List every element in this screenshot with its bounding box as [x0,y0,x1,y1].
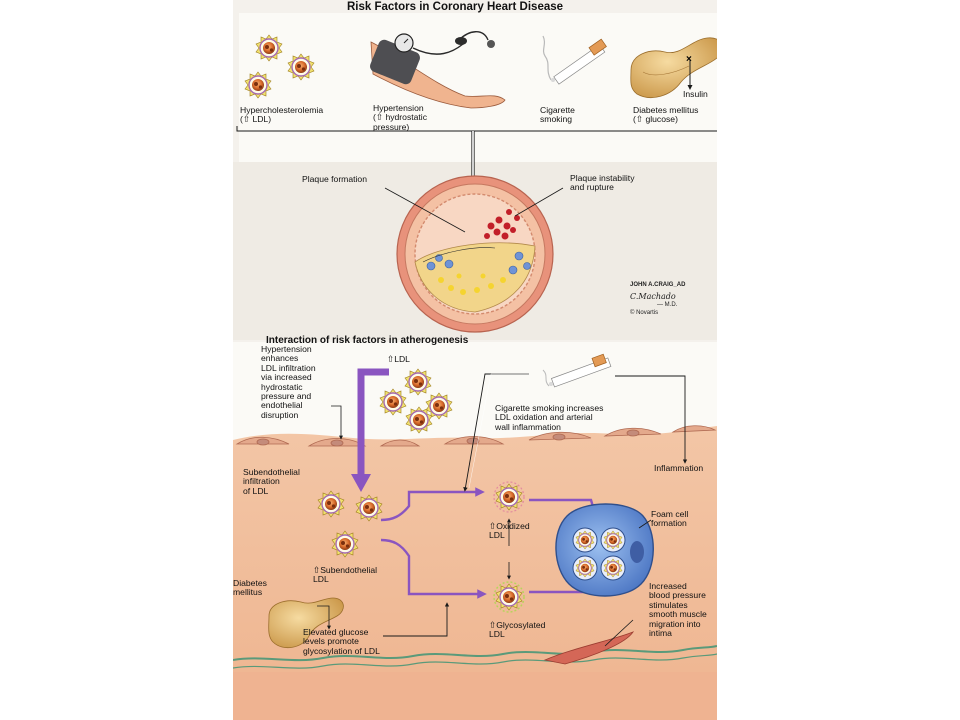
oxidized-ldl-particle [493,481,525,513]
endothelial-cells [235,425,717,447]
plaque-rupture-label: Plaque instability and rupture [570,173,635,193]
glucose-to-glycosylation-arrow [383,602,450,637]
page-title: Risk Factors in Coronary Heart Disease [347,1,564,13]
diabetes-label: Diabetes mellitus (⇧ glucose) [633,105,699,125]
smoking-to-inflammation-arrow [615,375,688,464]
cigarette-illustration [542,35,607,85]
infiltration-arrow [357,368,389,478]
ldl-up-label: ⇧LDL [387,354,410,364]
section-subtitle: Interaction of risk factors in atherogen… [266,335,469,346]
smoking-label: Cigarette smoking [540,105,575,125]
glycosylation-branch-arrow [380,538,487,599]
media-layer [233,672,717,720]
artery-cross-section [396,175,554,333]
atherogenesis-artwork: × [233,13,717,720]
hypertension-arrow [331,405,343,440]
insulin-block-mark: × [686,54,692,65]
artist-signature: C.Machado [630,292,676,301]
glucose-note: Elevated glucose levels promote glycosyl… [303,627,380,656]
cigarette-illustration-lower [542,353,612,388]
plaque-formation-label: Plaque formation [302,174,367,184]
pancreas-illustration-top [630,37,717,98]
hypertension-label: Hypertension (⇧ hydrostatic pressure) [373,103,428,132]
insulin-label: Insulin [683,89,708,99]
lower-panel-top-bg [233,342,717,442]
elastic-lamina [233,645,717,662]
arm-bp-cuff-illustration [370,31,506,109]
hypertension-note: Hypertension enhances LDL infiltration v… [261,344,316,420]
plaque-rupture-leader [514,187,564,217]
glycosylated-ldl-particle [493,581,525,613]
hypercholesterolemia-label: Hypercholesterolemia (⇧ LDL) [240,105,324,125]
smoking-note: Cigarette smoking increases LDL oxidatio… [495,403,604,432]
copyright-label: © Novartis [630,310,659,316]
illustration-plate: × [233,0,717,720]
plaque-formation-leader [384,187,466,233]
subendothelial-infiltration-label: Subendothelial infiltration of LDL [243,467,300,496]
foam-cell [555,503,654,597]
inflammation-label: Inflammation [654,463,704,473]
glycosylated-ldl-label: ⇧Glycosylated LDL [489,620,546,640]
diabetes-lower-label: Diabetes mellitus [233,578,267,598]
signature-suffix: — M.D. [657,302,678,308]
oxidation-branch-arrow [380,487,485,522]
subendothelial-ldl-label: ⇧Subendothelial LDL [313,565,378,585]
pancreas-illustration-lower [268,597,344,649]
top-bracket [236,126,717,132]
artist-credit: JOHN A.CRAIG_AD [630,282,686,288]
oxidized-ldl-label: ⇧Oxidized LDL [489,521,530,541]
foam-cell-label: Foam cell formation [651,509,689,529]
smooth-muscle-note: Increased blood pressure stimulates smoo… [649,581,707,639]
